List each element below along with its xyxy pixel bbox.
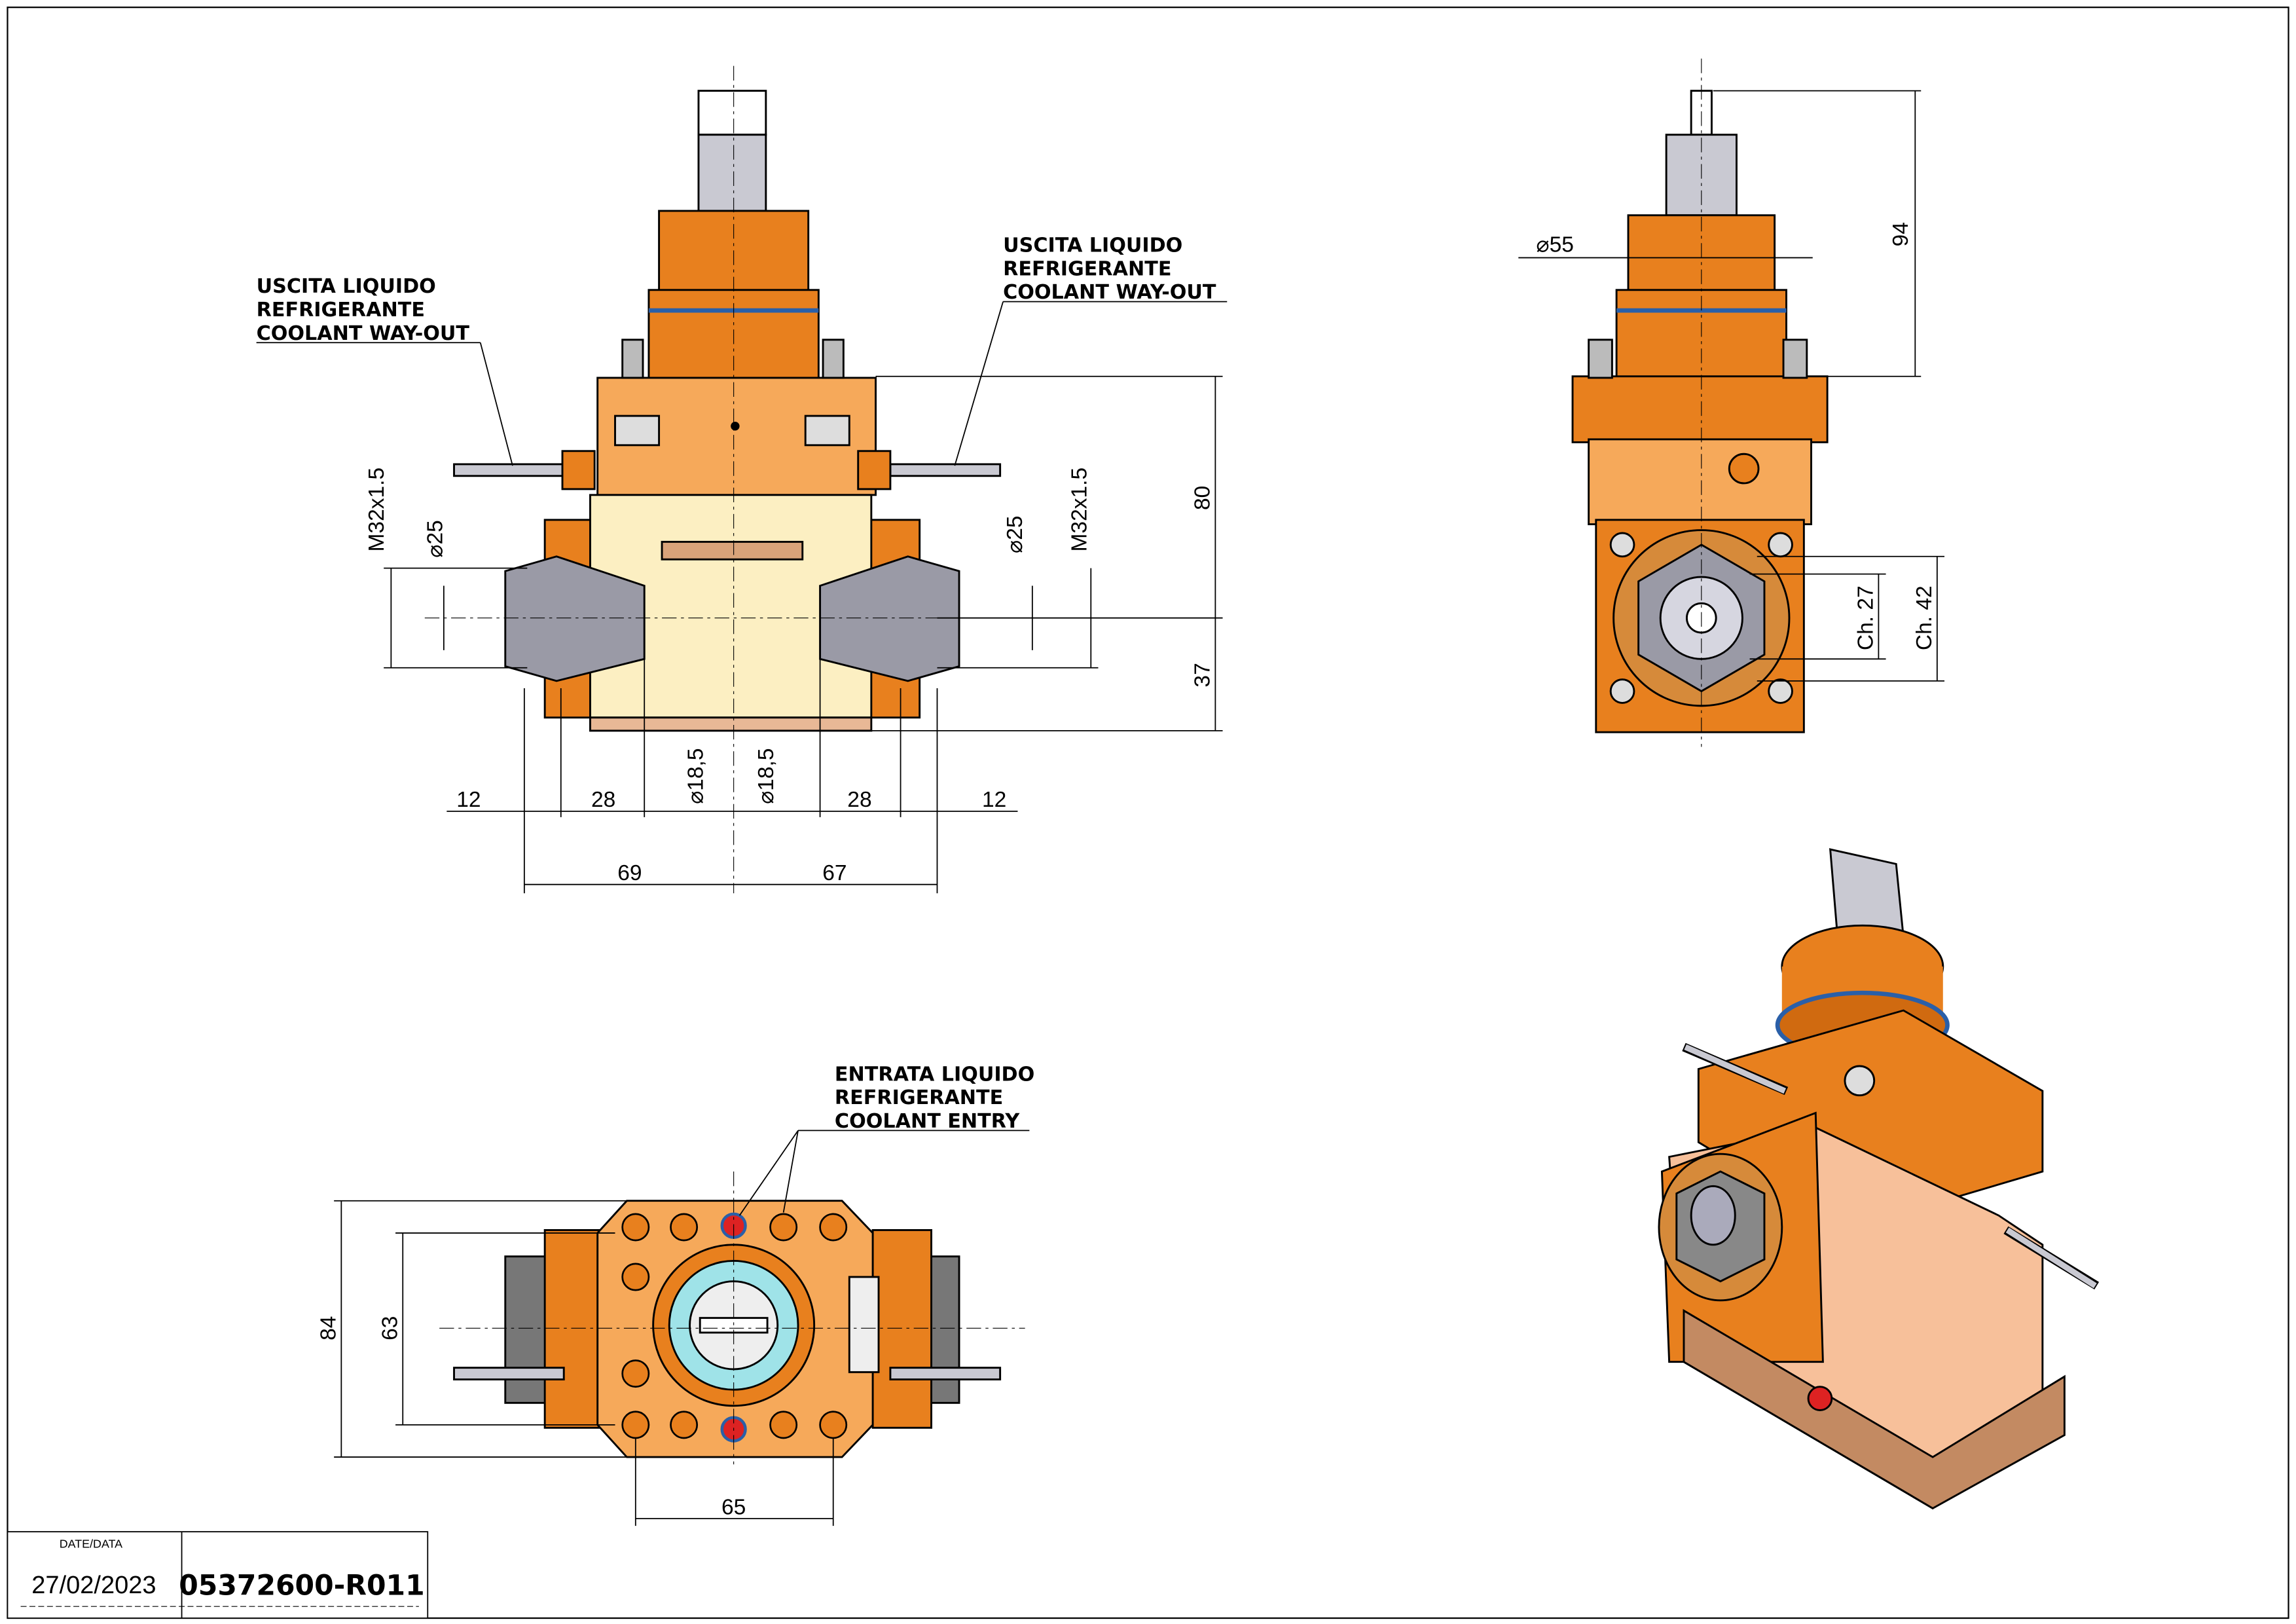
dim-80: 80 bbox=[1190, 486, 1214, 510]
note-entry-line3: COOLANT ENTRY bbox=[835, 1110, 1020, 1133]
dim-dia185-right: ⌀18,5 bbox=[754, 748, 778, 803]
dim-28-right: 28 bbox=[847, 788, 871, 812]
dim-94: 94 bbox=[1889, 222, 1913, 246]
dim-dia185-left: ⌀18,5 bbox=[684, 748, 708, 803]
note-left-line3: COOLANT WAY-OUT bbox=[257, 322, 470, 345]
dim-dia55: ⌀55 bbox=[1536, 233, 1574, 257]
note-left-line2: REFRIGERANTE bbox=[257, 299, 425, 322]
dim-dia25-right: ⌀25 bbox=[1003, 515, 1027, 553]
note-right-line3: COOLANT WAY-OUT bbox=[1003, 281, 1216, 304]
dim-84: 84 bbox=[316, 1316, 340, 1340]
title-block: DATE/DATA 27/02/2023 05372600-R011 bbox=[7, 1531, 429, 1619]
dim-ch27: Ch. 27 bbox=[1853, 585, 1878, 650]
dim-thread-left: M32x1.5 bbox=[365, 468, 389, 552]
dim-12-right: 12 bbox=[982, 788, 1006, 812]
dim-63: 63 bbox=[378, 1316, 402, 1340]
dim-12-left: 12 bbox=[456, 788, 481, 812]
dim-69: 69 bbox=[617, 861, 642, 885]
dim-67: 67 bbox=[822, 861, 847, 885]
dim-37: 37 bbox=[1190, 663, 1214, 687]
drawing-code: 05372600-R011 bbox=[179, 1570, 424, 1602]
front-view: 80 37 M32x1.5 ⌀25 M32x1.5 ⌀25 12 28 ⌀18,… bbox=[256, 65, 1228, 894]
dim-thread-right: M32x1.5 bbox=[1068, 468, 1092, 552]
note-right-line2: REFRIGERANTE bbox=[1003, 257, 1171, 280]
note-right-line1: USCITA LIQUIDO bbox=[1003, 234, 1182, 257]
drawing-border bbox=[7, 7, 2289, 1619]
bottom-view: 84 63 65 ENTRATA LIQUIDO REFRIGERANTE CO… bbox=[316, 1063, 1034, 1526]
side-view: 94 ⌀55 Ch. 27 Ch. 42 bbox=[1518, 58, 1945, 747]
dim-dia25-left: ⌀25 bbox=[424, 520, 448, 558]
note-entry-line1: ENTRATA LIQUIDO bbox=[835, 1063, 1034, 1086]
date-label: DATE/DATA bbox=[60, 1538, 122, 1551]
note-left-line1: USCITA LIQUIDO bbox=[257, 275, 436, 298]
drawing-date: 27/02/2023 bbox=[31, 1572, 156, 1599]
dim-28-left: 28 bbox=[591, 788, 615, 812]
isometric-view bbox=[1658, 848, 2100, 1510]
dim-ch42: Ch. 42 bbox=[1912, 585, 1937, 650]
dim-65: 65 bbox=[721, 1495, 746, 1519]
note-entry-line2: REFRIGERANTE bbox=[835, 1086, 1003, 1109]
